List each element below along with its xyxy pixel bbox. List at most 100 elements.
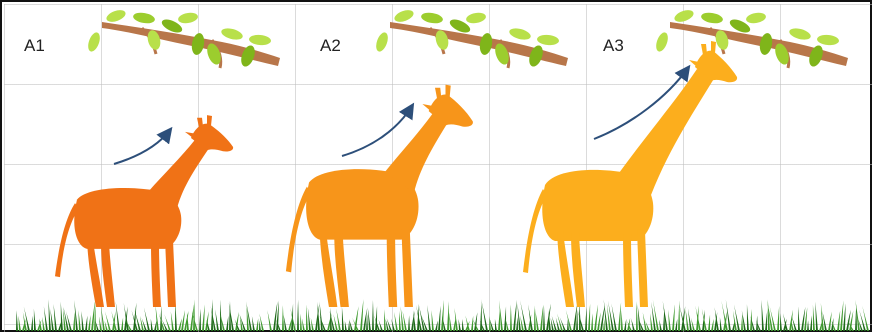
- grass-blade: [297, 300, 299, 331]
- grass-blade: [375, 306, 377, 331]
- grass-blade: [73, 312, 75, 331]
- grass-blade: [672, 304, 675, 331]
- grass-blade: [498, 309, 500, 331]
- grass-blade: [618, 302, 621, 331]
- grass-blade: [211, 299, 213, 331]
- grass-blade: [121, 318, 123, 331]
- grass-blade: [543, 306, 545, 331]
- grass-blade: [16, 310, 18, 331]
- grass-blade: [447, 301, 449, 331]
- grass-blade: [220, 300, 222, 331]
- grass-blade: [663, 308, 665, 331]
- grass-blade: [267, 310, 272, 331]
- grass-blade: [540, 304, 543, 331]
- grass-blade: [566, 310, 572, 331]
- grass-blade: [862, 306, 869, 331]
- grass-blade: [252, 316, 255, 331]
- grass-blade: [408, 315, 410, 331]
- grass-blade: [458, 319, 461, 331]
- grass-blade: [300, 314, 302, 331]
- grass-blade: [495, 319, 497, 331]
- grass-blade: [534, 306, 536, 331]
- grass-blade: [638, 304, 641, 331]
- grass-blade: [650, 313, 653, 331]
- grass-blade: [675, 319, 677, 331]
- branch-a1: [86, 8, 280, 69]
- grass-blade: [427, 305, 431, 331]
- grass-blade: [282, 305, 284, 331]
- grass-blade: [621, 311, 623, 331]
- grass-blade: [81, 311, 84, 331]
- grass-blade: [394, 312, 398, 331]
- grass-blade: [50, 309, 54, 331]
- grass-blade: [695, 306, 701, 331]
- grass-blade: [290, 308, 296, 331]
- grass-blade: [99, 316, 102, 331]
- grass-blade: [859, 310, 866, 331]
- grass-blade: [317, 302, 320, 331]
- grass-blade: [480, 302, 482, 331]
- grass-blade: [597, 312, 601, 331]
- grass-blade: [804, 307, 807, 331]
- grass-blade: [603, 319, 605, 331]
- grass-blade: [374, 316, 380, 331]
- grass-blade: [840, 300, 844, 331]
- grass-blade: [48, 299, 51, 331]
- grass-blade: [828, 312, 832, 331]
- grass-blade: [513, 300, 517, 331]
- grass-strip: [16, 299, 869, 331]
- grass-blade: [855, 304, 857, 331]
- grass-blade: [18, 316, 21, 331]
- grass-blade: [31, 316, 33, 331]
- giraffe-a3: [523, 41, 737, 307]
- grass-blade: [116, 301, 120, 331]
- grass-blade: [44, 306, 48, 331]
- grass-blade: [780, 313, 782, 331]
- grass-blade: [747, 304, 749, 331]
- grass-blade: [631, 318, 635, 331]
- grass-blade: [431, 310, 434, 331]
- stretch-arrow-a2: [342, 106, 412, 156]
- grass-blade: [34, 309, 36, 331]
- grass-blade: [798, 307, 800, 331]
- grass-blade: [813, 305, 815, 331]
- grass-blade: [594, 304, 598, 331]
- grass-blade: [42, 317, 45, 331]
- grass-blade: [438, 306, 441, 331]
- grass-blade: [588, 304, 590, 331]
- grass-blade: [226, 316, 228, 331]
- grass-blade: [678, 301, 680, 331]
- grass-blade: [85, 316, 87, 331]
- grass-blade: [520, 300, 527, 331]
- grass-blade: [360, 299, 363, 331]
- grass-blade: [61, 302, 63, 331]
- grass-blade: [151, 319, 153, 331]
- grass-blade: [449, 312, 452, 331]
- grass-blade: [462, 319, 464, 331]
- grass-blade: [510, 304, 512, 331]
- grass-blade: [668, 310, 671, 331]
- grass-blade: [311, 318, 314, 331]
- grass-blade: [171, 311, 174, 331]
- grass-blade: [154, 321, 157, 331]
- grass-blade: [399, 311, 401, 331]
- grass-blade: [193, 299, 195, 331]
- grass-blade: [302, 318, 305, 331]
- grass-blade: [643, 312, 647, 331]
- grass-blade: [391, 319, 395, 331]
- grass-blade: [342, 306, 344, 331]
- grass-blade: [284, 315, 287, 331]
- grass-blade: [256, 318, 258, 331]
- grass-blade: [308, 308, 311, 331]
- grass-blade: [401, 306, 404, 331]
- grass-blade: [516, 317, 518, 331]
- grass-blade: [54, 304, 57, 331]
- grass-blade: [372, 300, 374, 331]
- grass-blade: [659, 319, 662, 331]
- grass-blade: [504, 306, 506, 331]
- grass-blade: [471, 316, 473, 331]
- grass-blade: [88, 315, 91, 331]
- grass-blade: [815, 302, 818, 331]
